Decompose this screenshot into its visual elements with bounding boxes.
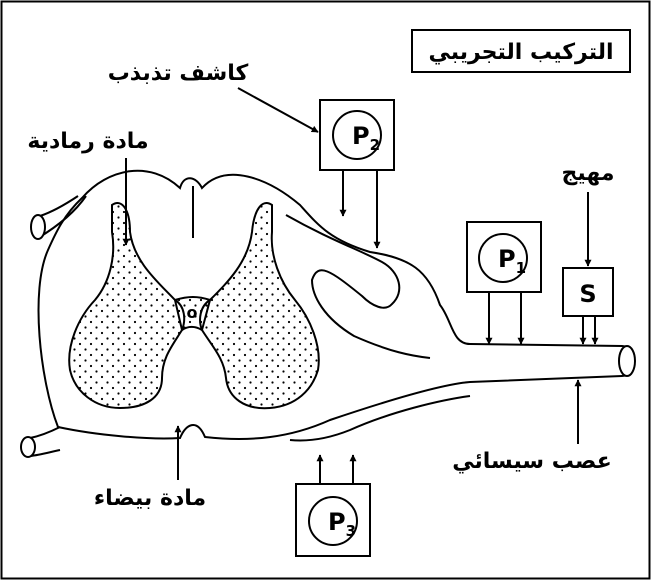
svg-text:P2: P2 bbox=[352, 122, 380, 154]
diagram-title: التركيب التجريبي bbox=[428, 40, 613, 65]
ventral-root bbox=[289, 395, 471, 442]
gray-matter bbox=[68, 202, 320, 410]
stimulator-box: S bbox=[562, 267, 614, 317]
central-canal: o bbox=[187, 303, 198, 322]
gray-commissure bbox=[173, 296, 212, 332]
title-box: التركيب التجريبي bbox=[411, 29, 631, 73]
ventral-root-left bbox=[29, 426, 61, 439]
label-sciatic-nerve: عصب سيسائي bbox=[452, 449, 611, 474]
label-oscilloscope: كاشف تذبذب bbox=[108, 61, 249, 86]
probe-p2: P2 bbox=[319, 99, 395, 171]
probe-p1: P1 bbox=[466, 221, 542, 293]
svg-text:S: S bbox=[579, 280, 596, 308]
label-gray-matter: مادة رمادية bbox=[27, 129, 148, 154]
dorsal-root-ganglion bbox=[285, 214, 431, 359]
label-stimulator: مهيج bbox=[562, 161, 615, 186]
label-white-matter: مادة بيضاء bbox=[94, 486, 206, 511]
nerve-end bbox=[618, 345, 636, 377]
svg-text:P3: P3 bbox=[328, 508, 356, 540]
spinal-cord-outline bbox=[37, 169, 635, 440]
probe-p3: P3 bbox=[295, 483, 371, 557]
svg-text:P1: P1 bbox=[498, 245, 526, 277]
